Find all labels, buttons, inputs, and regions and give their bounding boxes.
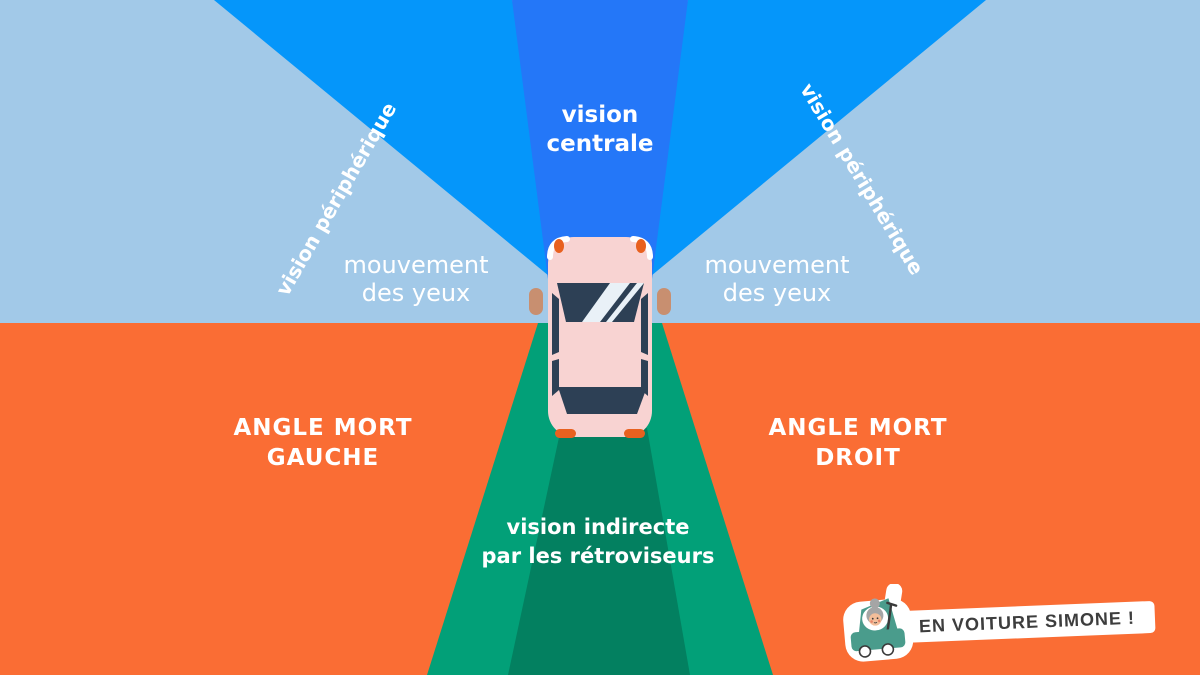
car-side-window-rear-right	[641, 359, 648, 396]
mirror-vision-cone-inner	[508, 428, 690, 675]
car-side-window-front-left	[552, 293, 559, 355]
car-taillight-left	[555, 429, 576, 438]
mini-car-wheel-left	[858, 645, 872, 658]
peripheral-cone-left	[214, 0, 600, 318]
car-headlight-right	[636, 239, 646, 253]
windshield-reflections	[582, 283, 644, 322]
eye-movement-label-right: mouvement des yeux	[704, 251, 850, 307]
car-mirror-left	[529, 288, 543, 315]
car-side-window-rear-left	[552, 359, 559, 396]
car-headlight-left	[554, 239, 564, 253]
simone-cheek-left	[870, 620, 873, 623]
brand-name: EN VOITURE SIMONE !	[918, 607, 1136, 636]
simone-eye-right	[876, 617, 879, 620]
simone-cheek-right	[877, 619, 881, 623]
brand-car-icon	[843, 584, 914, 662]
peripheral-cone-right	[600, 0, 986, 318]
mini-car-wheel-right	[881, 643, 895, 656]
car-mirror-right	[657, 288, 671, 315]
central-vision-cone	[512, 0, 688, 310]
car-taillight-right	[624, 429, 645, 438]
car-top-view	[529, 236, 671, 438]
indirect-vision-label: vision indirecte par les rétroviseurs	[481, 515, 715, 568]
car-side-window-front-right	[641, 293, 648, 355]
simone-eye-left	[871, 617, 874, 620]
central-vision-label: vision centrale	[546, 102, 654, 157]
gear-stick	[886, 603, 893, 634]
blind-spot-label-left: ANGLE MORT GAUCHE	[233, 415, 413, 471]
blind-spot-label-right: ANGLE MORT DROIT	[768, 415, 948, 471]
eye-movement-label-left: mouvement des yeux	[343, 251, 489, 307]
car-rear-window	[558, 387, 647, 414]
simone-hair-bun	[869, 598, 880, 609]
gear-stick-handle	[886, 601, 898, 607]
simone-smile	[873, 621, 878, 624]
